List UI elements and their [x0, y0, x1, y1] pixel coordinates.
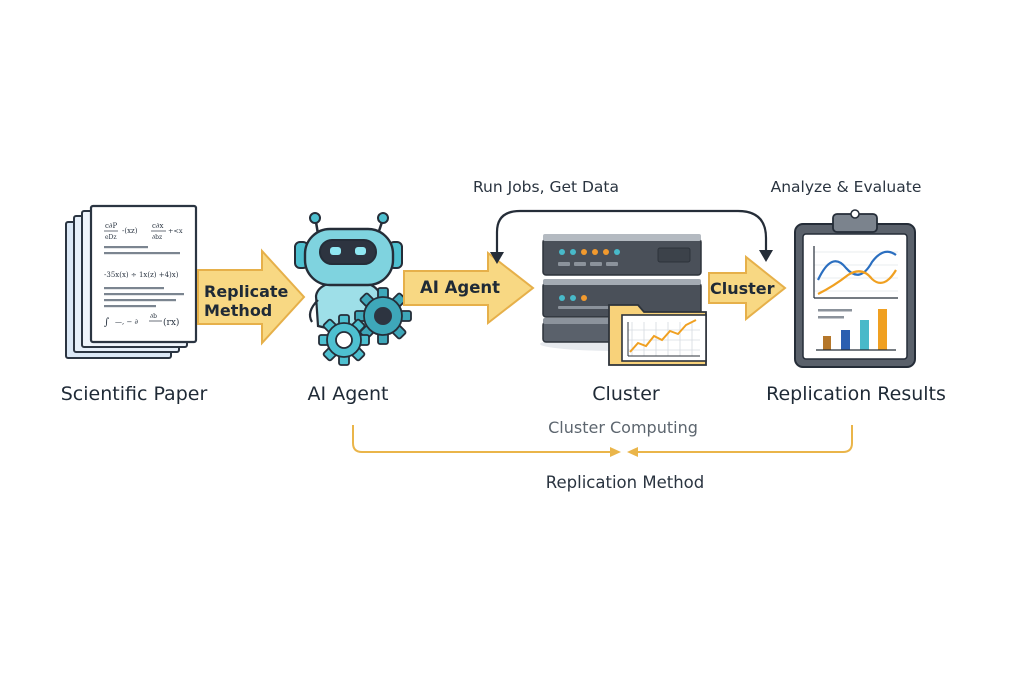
- svg-text:eDz: eDz: [105, 234, 117, 241]
- loop-arrowhead-left: [490, 252, 504, 264]
- loop-arrow: [495, 209, 768, 260]
- arrow-label-line: Method: [204, 301, 273, 320]
- loop-label: Run Jobs, Get Data: [472, 178, 620, 196]
- replicate-method-arrow-label: Replicate Method: [204, 282, 288, 320]
- cluster-arrow: [708, 254, 787, 322]
- scientific-paper-label: Scientific Paper: [60, 383, 208, 405]
- ai-agent-arrow-label: AI Agent: [420, 278, 501, 297]
- paper-formula-fragment: ∫: [104, 317, 109, 328]
- replication-results-label: Replication Results: [766, 383, 946, 405]
- cluster-computing-label: Cluster Computing: [548, 418, 698, 437]
- paper-formula-fragment: ∂bz: [152, 234, 162, 241]
- paper-formula-line: -35x(x) ÷ 1x(z) +4)x): [104, 271, 179, 279]
- paper-formula-fragment: (rx): [163, 317, 179, 328]
- paper-formula-fragment: —, − ∂: [115, 318, 139, 326]
- analyze-evaluate-label: Analyze & Evaluate: [770, 178, 922, 196]
- cluster-label: Cluster: [592, 383, 660, 405]
- gear-icon: [318, 314, 370, 366]
- paper-stack-icon: c∂P eDz -(xz) c∂x ∂bz +<x -35x(x) ÷ 1x(z…: [65, 204, 198, 359]
- ai-agent-label: AI Agent: [307, 383, 389, 405]
- paper-formula-fragment: c∂x: [152, 222, 164, 230]
- paper-formula-fragment: +<x: [168, 227, 183, 235]
- bracket-arrowhead-left: [627, 447, 638, 457]
- replication-method-bracket: [352, 425, 853, 453]
- replicate-method-arrow: [197, 248, 306, 346]
- paper-formula-fragment: ∂b: [150, 313, 157, 320]
- loop-arrowhead-right: [759, 250, 773, 262]
- bracket-arrowhead-right: [610, 447, 621, 457]
- paper-formula-fragment: c∂P: [105, 222, 118, 230]
- cluster-arrow-label: Cluster: [710, 279, 775, 298]
- ai-agent-arrow: [403, 250, 535, 326]
- replication-method-label: Replication Method: [545, 473, 705, 492]
- data-folder-icon: [608, 304, 707, 366]
- arrow-label-line: Replicate: [204, 282, 289, 301]
- clipboard-icon: [794, 209, 916, 368]
- paper-formula-fragment: -(xz): [122, 227, 138, 235]
